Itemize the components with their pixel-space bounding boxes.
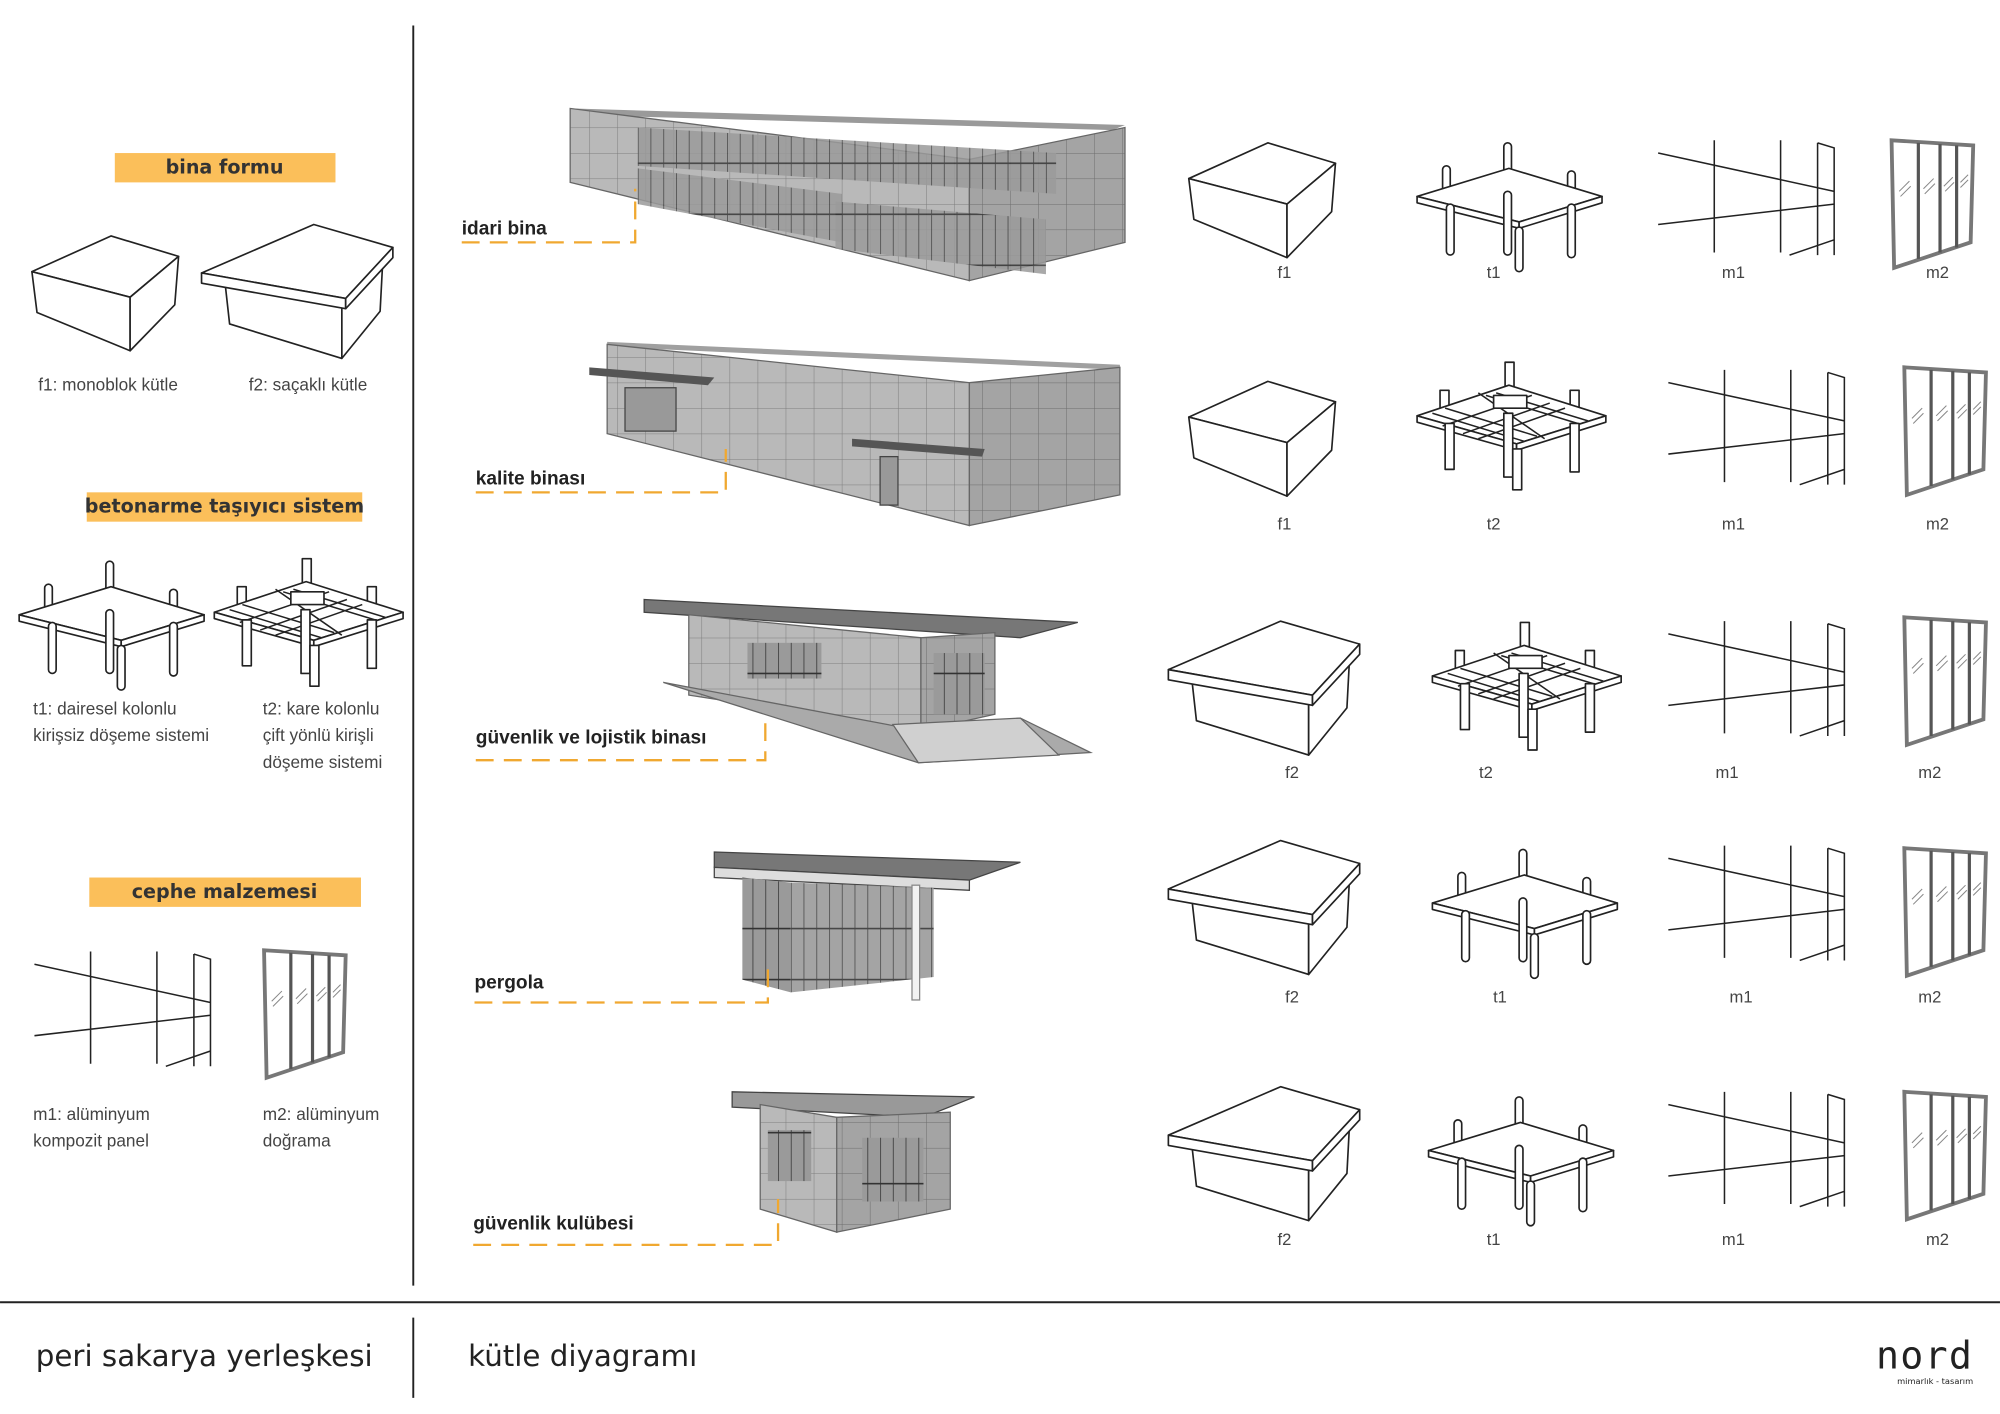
- facade-code-1: m1: [1722, 263, 1745, 282]
- facade-code-2: m2: [1926, 514, 1949, 533]
- building-name: güvenlik kulübesi: [473, 1214, 633, 1235]
- m1-label-line2: kompozit panel: [33, 1131, 149, 1151]
- m2-icon: [1902, 615, 1988, 747]
- t2-label-line1: t2: kare kolonlu: [263, 698, 380, 718]
- t1-icon: [1416, 142, 1603, 273]
- building-name: idari bina: [462, 219, 547, 240]
- t2-square-column-icon: [213, 557, 404, 688]
- t2-icon: [1431, 621, 1622, 751]
- m1-icon: [1667, 620, 1846, 737]
- building-name: pergola: [475, 972, 544, 993]
- t1-label-line1: t1: dairesel kolonlu: [33, 698, 176, 718]
- structure-code: t2: [1479, 763, 1493, 782]
- f2-label: f2: saçaklı kütle: [249, 374, 368, 394]
- t1-icon: [1427, 1096, 1615, 1227]
- t1-circular-column-icon: [18, 560, 205, 691]
- form-code: f2: [1285, 988, 1299, 1007]
- f1-label: f1: monoblok kütle: [38, 374, 178, 394]
- building-pergola: pergola: [475, 851, 1021, 1004]
- t2-label-line3: döşeme sistemi: [263, 752, 383, 772]
- facade-code-1: m1: [1722, 514, 1745, 533]
- building-guvenlik-kulubesi: güvenlik kulübesi: [473, 1091, 975, 1247]
- m2-icon: [1902, 846, 1988, 978]
- f2-canopy-icon: [200, 223, 394, 360]
- building-name: güvenlik ve lojistik binası: [476, 728, 707, 749]
- t2-icon: [1416, 361, 1607, 491]
- row-pergola: f2 t1 m1 m2: [1167, 839, 1988, 1007]
- f1-icon: [1187, 142, 1337, 259]
- m2-label-line1: m2: alüminyum: [263, 1104, 380, 1124]
- form-code: f2: [1285, 763, 1299, 782]
- structure-header: betonarme taşıyıcı sistem: [85, 495, 364, 518]
- facade-code-1: m1: [1730, 988, 1753, 1007]
- building-name: kalite binası: [476, 469, 585, 490]
- facade-code-2: m2: [1926, 263, 1949, 282]
- form-code: f1: [1278, 263, 1292, 282]
- row-idari-bina: f1 t1 m1 m2: [1187, 138, 1976, 282]
- structure-code: t1: [1493, 988, 1507, 1007]
- m2-label-line2: doğrama: [263, 1131, 331, 1151]
- t2-label-line2: çift yönlü kirişli: [263, 725, 374, 745]
- m2-icon: [1902, 1089, 1988, 1222]
- m1-label-line1: m1: alüminyum: [33, 1104, 150, 1124]
- sheet-title: kütle diyagramı: [468, 1339, 697, 1373]
- f2-icon: [1167, 839, 1361, 976]
- facade-code-1: m1: [1716, 763, 1739, 782]
- facade-code-2: m2: [1926, 1230, 1949, 1249]
- building-kalite-binasi: kalite binası: [476, 341, 1121, 527]
- m1-icon: [1667, 369, 1846, 486]
- structure-code: t1: [1487, 1230, 1501, 1249]
- facade-code-1: m1: [1722, 1230, 1745, 1249]
- form-header: bina formu: [166, 155, 284, 178]
- m2-icon: [1889, 138, 1976, 270]
- nord-logo: nord mimarlık - tasarım: [1876, 1334, 1973, 1386]
- f1-monoblock-icon: [31, 235, 180, 352]
- facade-code-2: m2: [1918, 988, 1941, 1007]
- form-header-bar: [114, 153, 336, 183]
- legend-panel: bina formu f1: monoblok kütle f2: saçakl…: [18, 153, 404, 1151]
- f2-icon: [1167, 620, 1361, 756]
- facade-code-2: m2: [1918, 763, 1941, 782]
- building-guvenlik-lojistik: güvenlik ve lojistik binası: [476, 598, 1094, 764]
- m2-aluminium-frame-icon: [262, 948, 348, 1080]
- row-guvenlik-lojistik: f2 t2 m1 m2: [1167, 615, 1988, 782]
- row-kalite-binasi: f1 t2 m1 m2: [1187, 361, 1988, 533]
- m1-icon: [1667, 844, 1846, 962]
- structure-header-bar: [86, 492, 363, 522]
- form-code: f1: [1278, 514, 1292, 533]
- logo-main: nord: [1876, 1334, 1973, 1379]
- t1-label-line2: kirişsiz döşeme sistemi: [33, 725, 209, 745]
- form-code: f2: [1278, 1230, 1292, 1249]
- m1-icon: [1657, 139, 1835, 256]
- structure-code: t1: [1487, 263, 1501, 282]
- f1-icon: [1187, 380, 1337, 497]
- m2-icon: [1902, 365, 1988, 497]
- facade-header-bar: [89, 877, 361, 907]
- f2-icon: [1167, 1085, 1361, 1222]
- building-idari-bina: idari bina: [461, 107, 1126, 282]
- project-title: peri sakarya yerleşkesi: [36, 1339, 373, 1373]
- facade-header: cephe malzemesi: [132, 880, 318, 903]
- t1-icon: [1431, 848, 1619, 980]
- m1-composite-panel-icon: [33, 950, 212, 1068]
- m1-icon: [1667, 1091, 1846, 1208]
- row-guvenlik-kulubesi: f2 t1 m1 m2: [1167, 1085, 1988, 1249]
- logo-sub: mimarlık - tasarım: [1897, 1376, 1973, 1386]
- structure-code: t2: [1487, 514, 1501, 533]
